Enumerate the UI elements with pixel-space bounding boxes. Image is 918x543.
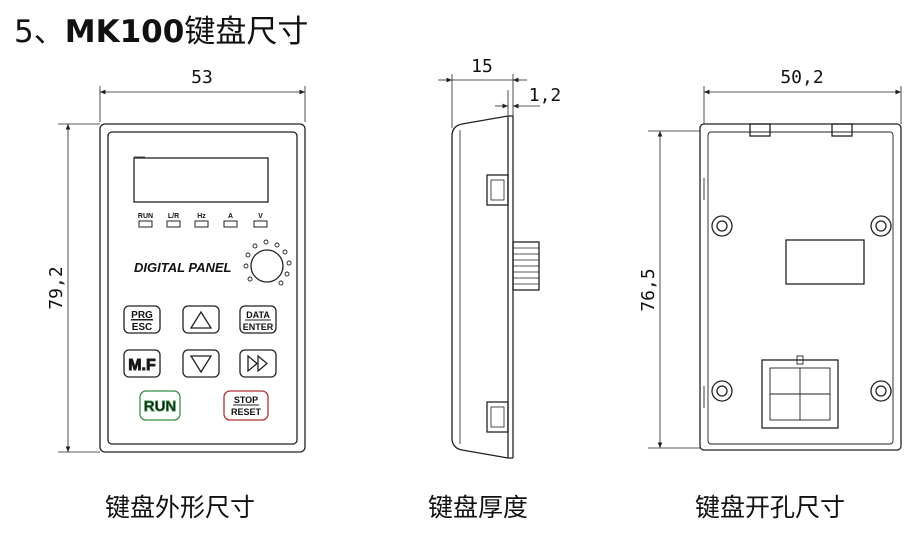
run-key-label: RUN — [144, 398, 177, 415]
reset-key-label: RESET — [231, 407, 262, 417]
indicator-label: V — [258, 213, 263, 220]
back-height-dim: 76,5 — [638, 268, 659, 311]
indicator-label: L/R — [168, 213, 179, 220]
stop-key-label: STOP — [234, 395, 258, 405]
indicator-label: A — [228, 213, 233, 220]
panel-label: DIGITAL PANEL — [134, 260, 232, 275]
front-view-caption: 键盘外形尺寸 — [105, 493, 256, 522]
front-width-dim: 53 — [191, 67, 213, 88]
back-width-dim: 50,2 — [780, 67, 823, 88]
side-depth-dim: 15 — [471, 56, 493, 77]
side-view — [438, 74, 540, 459]
indicator-label: Hz — [197, 213, 206, 220]
mf-key-label: M.F — [128, 357, 156, 374]
side-flange-dim: 1,2 — [529, 85, 562, 106]
data-key-label: DATA — [246, 310, 270, 320]
page-title: 5、MK100键盘尺寸 — [14, 14, 309, 50]
enter-key-label: ENTER — [243, 322, 274, 332]
esc-key-label: ESC — [132, 322, 153, 333]
back-view-caption: 键盘开孔尺寸 — [695, 493, 846, 522]
prg-key-label: PRG — [131, 310, 153, 321]
front-height-dim: 79,2 — [46, 266, 67, 309]
back-view — [648, 86, 902, 451]
side-view-caption: 键盘厚度 — [428, 493, 529, 522]
front-view — [58, 86, 306, 453]
indicator-label: RUN — [138, 213, 153, 220]
